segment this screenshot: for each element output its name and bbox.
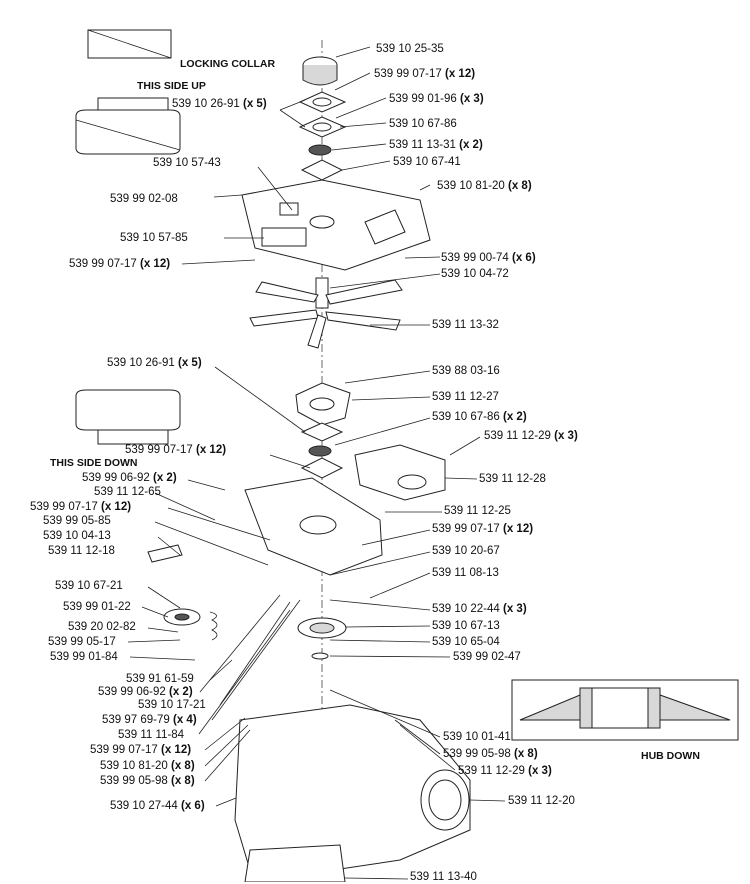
- part-label: 539 99 07-17 (x 12): [69, 258, 171, 270]
- locking-collar-note: LOCKING COLLAR: [180, 58, 276, 70]
- part-label: 539 10 22-44 (x 3): [432, 603, 527, 615]
- part-label: 539 10 04-72: [441, 268, 509, 280]
- part-label: 539 99 05-85: [43, 515, 111, 527]
- part-label: 539 10 67-13: [432, 620, 500, 632]
- drive-pulley: [297, 617, 347, 660]
- part-label: 539 11 12-29 (x 3): [484, 430, 578, 442]
- part-label: 539 99 07-17 (x 12): [432, 523, 534, 535]
- part-label: 539 10 20-67: [432, 545, 500, 557]
- part-label: 539 10 67-41: [393, 156, 461, 168]
- part-label: 539 10 26-91 (x 5): [107, 357, 202, 369]
- part-label: 539 97 69-79 (x 4): [102, 714, 197, 726]
- part-label: 539 99 01-84: [50, 651, 118, 663]
- locking-collar-inset: [75, 29, 181, 155]
- part-label: 539 10 81-20 (x 8): [100, 760, 195, 772]
- part-label: 539 11 12-18: [48, 545, 115, 557]
- part-label: 539 99 06-92 (x 2): [98, 686, 193, 698]
- this-side-down-inset: [75, 389, 181, 445]
- part-label: 539 10 01-41: [443, 731, 511, 743]
- part-label: 539 10 57-43: [153, 157, 221, 169]
- lower-bearing-plate: [295, 382, 351, 479]
- top-plate: [241, 179, 431, 271]
- part-label: 539 99 05-17: [48, 636, 116, 648]
- part-label: 539 11 12-29 (x 3): [458, 765, 552, 777]
- part-label: 539 11 08-13: [432, 567, 499, 579]
- leader-lines: [127, 46, 506, 880]
- part-label: 539 10 17-21: [138, 699, 206, 711]
- part-label: 539 99 02-47: [453, 651, 521, 663]
- part-label: 539 10 81-20 (x 8): [437, 180, 532, 192]
- this-side-down-note: THIS SIDE DOWN: [50, 457, 138, 469]
- part-label: 539 99 07-17 (x 12): [90, 744, 192, 756]
- part-label: 539 99 06-92 (x 2): [82, 472, 177, 484]
- part-label: 539 99 07-17 (x 12): [374, 68, 476, 80]
- part-label: 539 11 13-40: [410, 871, 477, 883]
- part-label: 539 11 11-84: [118, 729, 185, 741]
- part-label: 539 11 12-20: [508, 795, 575, 807]
- idler-assembly: [147, 544, 218, 641]
- part-label: 539 10 67-21: [55, 580, 123, 592]
- part-label: 539 10 67-86 (x 2): [432, 411, 527, 423]
- hub-down-note: HUB DOWN: [641, 750, 700, 762]
- blower-housing: [234, 704, 471, 882]
- part-label: 539 99 05-98 (x 8): [100, 775, 195, 787]
- part-label: 539 91 61-59: [126, 673, 194, 685]
- part-label: 539 20 02-82: [68, 621, 136, 633]
- part-label: 539 10 04-13: [43, 530, 111, 542]
- fan-impeller: [249, 277, 403, 349]
- part-label: 539 11 12-28: [479, 473, 546, 485]
- part-label: 539 99 00-74 (x 6): [441, 252, 536, 264]
- part-label: 539 10 57-85: [120, 232, 188, 244]
- part-label: 539 99 05-98 (x 8): [443, 748, 538, 760]
- part-label: 539 99 01-22: [63, 601, 131, 613]
- part-label: 539 11 12-65: [94, 486, 161, 498]
- part-label: 539 10 27-44 (x 6): [110, 800, 205, 812]
- part-label: 539 99 01-96 (x 3): [389, 93, 484, 105]
- part-label: 539 11 12-27: [432, 391, 499, 403]
- part-label: 539 99 07-17 (x 12): [30, 501, 132, 513]
- part-label: 539 10 25-35: [376, 43, 444, 55]
- housing-tray: [354, 444, 446, 501]
- part-label: 539 88 03-16: [432, 365, 500, 377]
- part-label: 539 10 67-86: [389, 118, 457, 130]
- part-label: 539 99 02-08: [110, 193, 178, 205]
- main-bracket-plate: [244, 477, 383, 576]
- part-label: 539 11 12-25: [444, 505, 511, 517]
- bearing-stack-top: [298, 56, 347, 181]
- part-label: 539 11 13-31 (x 2): [389, 139, 483, 151]
- hub-section-inset: [511, 679, 739, 741]
- part-label: 539 10 65-04: [432, 636, 500, 648]
- part-label: 539 99 07-17 (x 12): [125, 444, 227, 456]
- part-label: 539 11 13-32: [432, 319, 499, 331]
- part-label: 539 10 26-91 (x 5): [172, 98, 267, 110]
- this-side-up-note: THIS SIDE UP: [137, 80, 206, 92]
